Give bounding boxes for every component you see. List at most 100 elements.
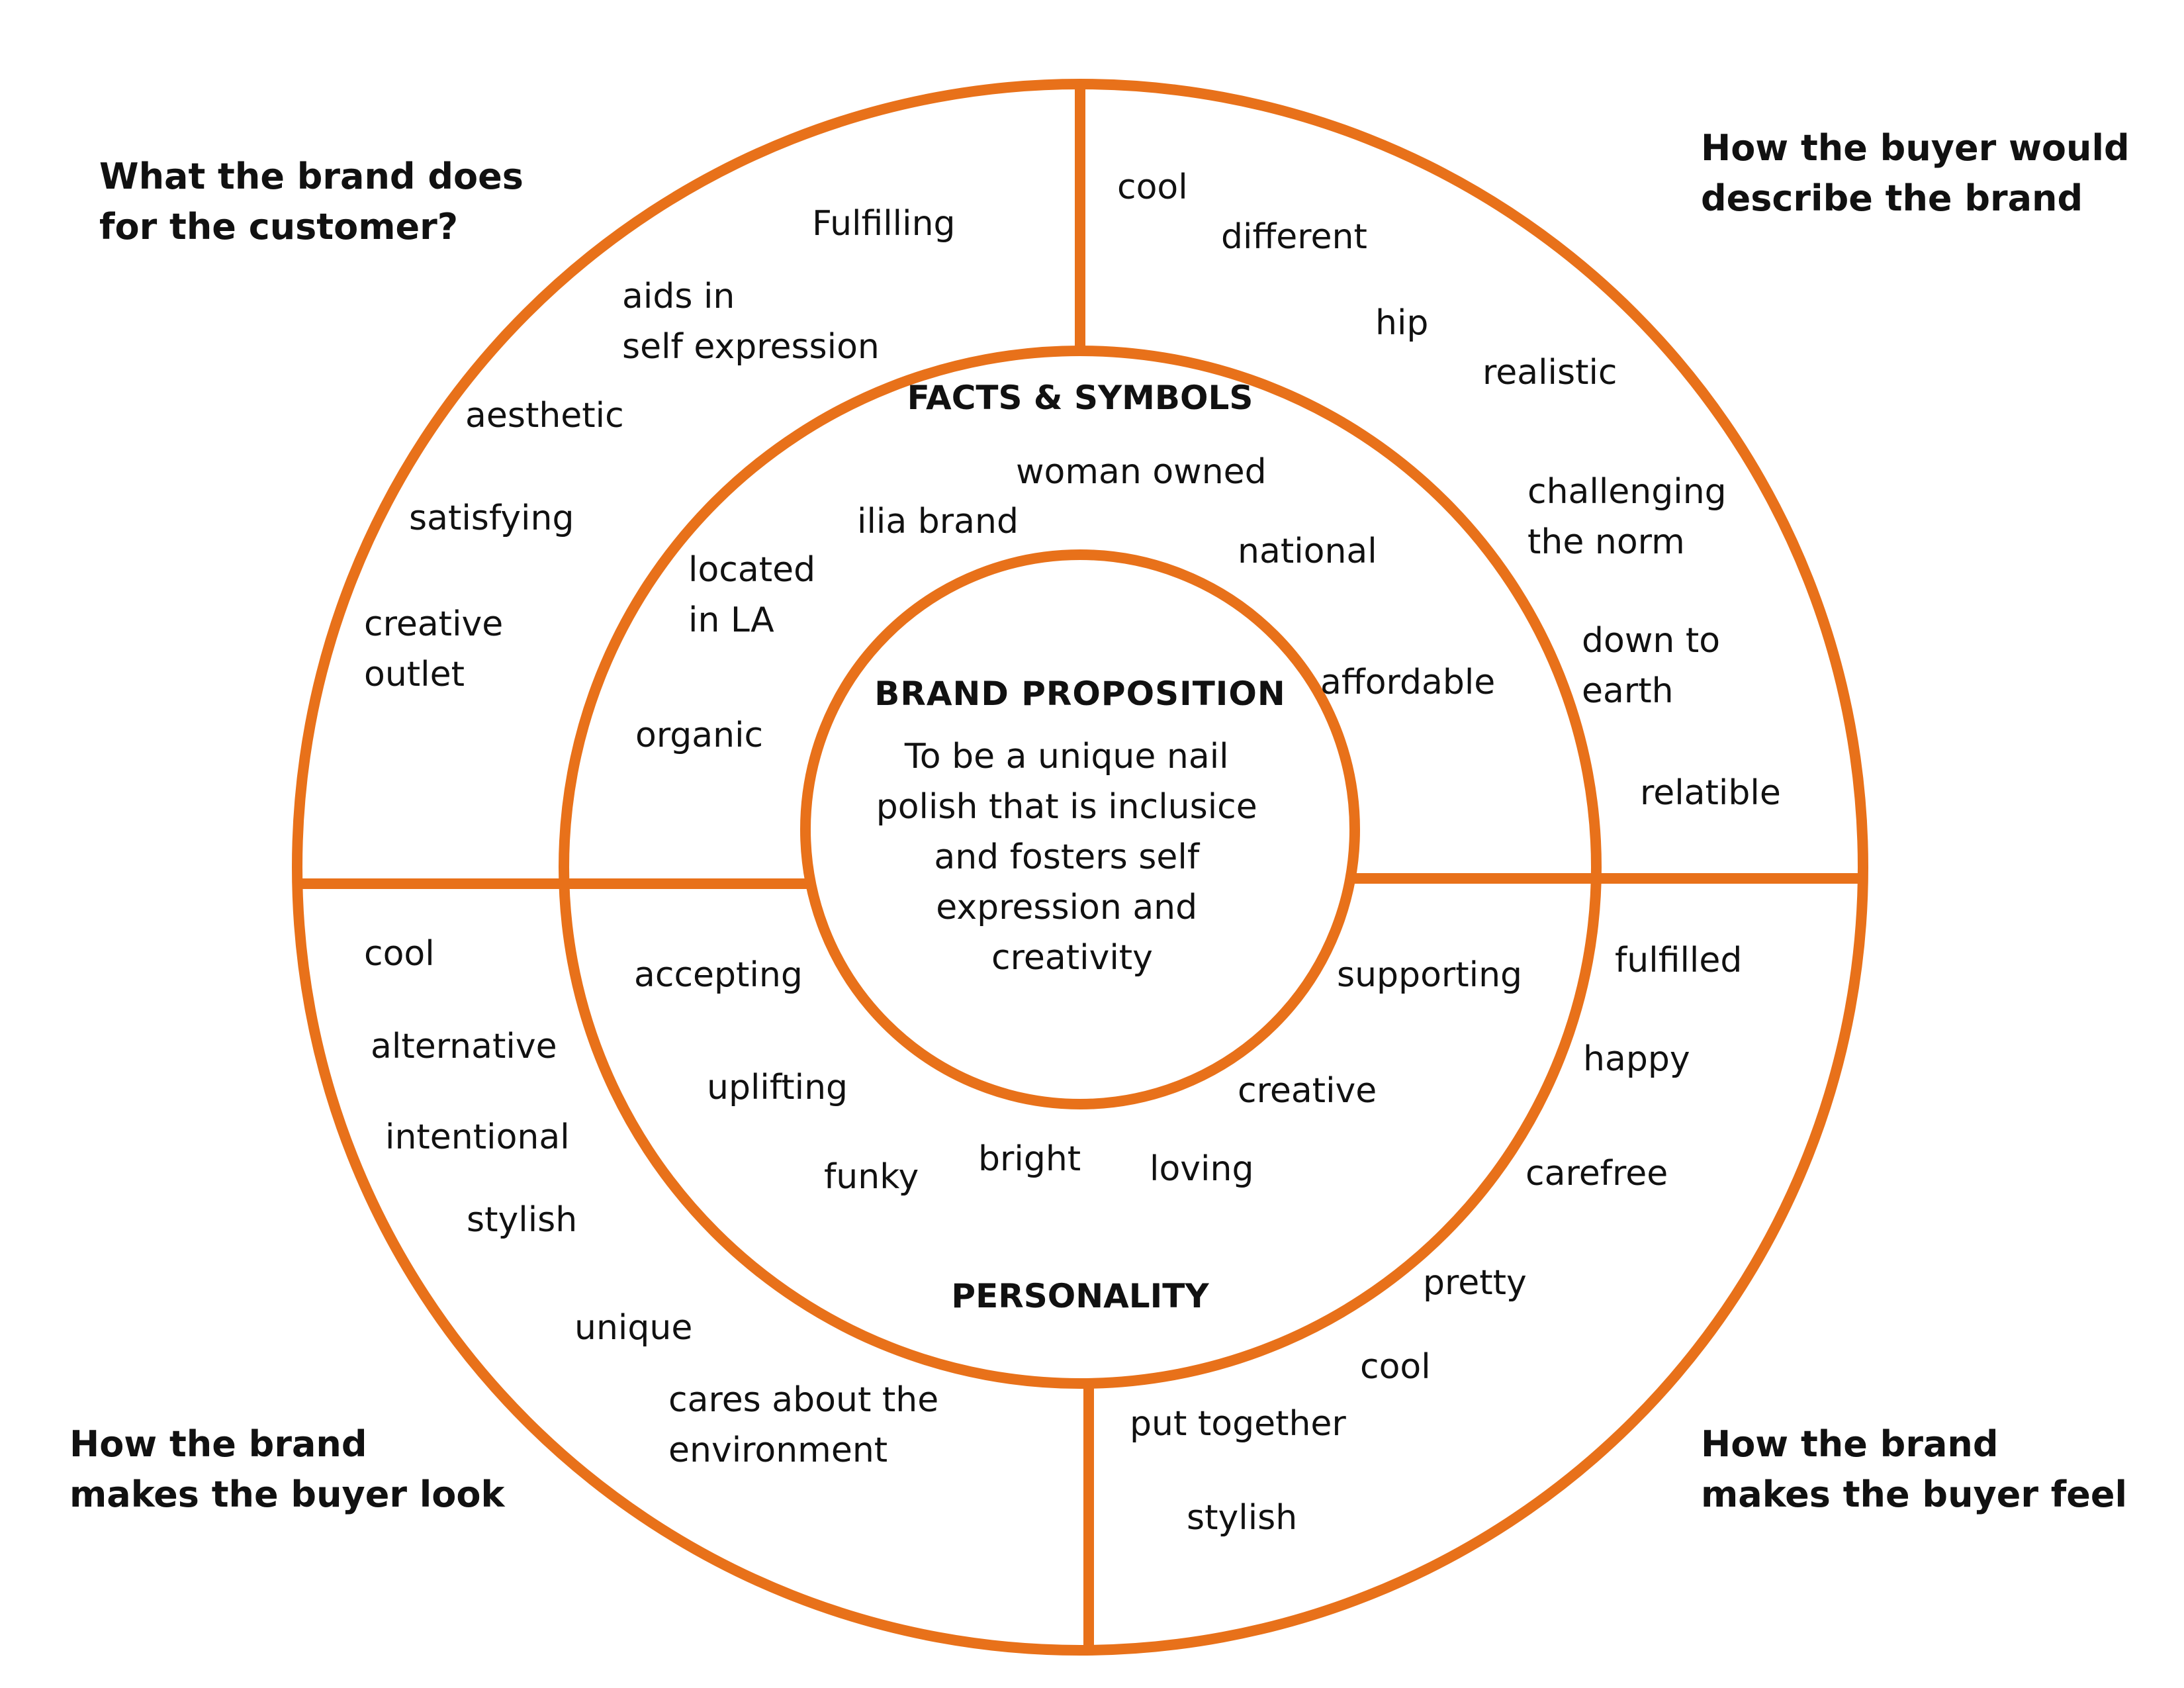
word-line: outlet [364,655,465,694]
corner-line: How the brand [69,1423,367,1465]
word-label: happy [1583,1039,1690,1079]
word-label: pretty [1423,1263,1527,1303]
word-line: organic [635,716,763,755]
word-line: ilia brand [857,502,1019,541]
word-line: pretty [1423,1263,1527,1303]
word-label: satisfying [409,498,574,538]
word-label: affordable [1320,663,1495,702]
word-label: funky [824,1157,919,1197]
word-line: aesthetic [465,396,624,436]
word-line: located [688,550,815,590]
word-label: put together [1130,1404,1346,1444]
personality-heading: PERSONALITY [951,1277,1209,1315]
word-line: cool [1360,1347,1431,1387]
word-label: stylish [467,1200,577,1240]
word-line: hip [1375,303,1428,343]
corner-label-bottom-left: How the brand makes the buyer look [69,1423,505,1515]
word-label: cool [1117,167,1188,207]
word-label: creative outlet [364,604,503,694]
word-line: environment [668,1430,887,1470]
word-line: earth [1582,671,1674,711]
word-label: organic [635,716,763,755]
word-line: different [1221,217,1367,257]
word-line: stylish [467,1200,577,1240]
word-label: creative [1238,1071,1377,1111]
word-line: supporting [1337,955,1522,995]
word-label: located in LA [688,550,815,640]
word-line: uplifting [707,1068,848,1107]
word-line: aids in [622,277,735,316]
word-line: realistic [1482,353,1617,393]
corner-line: makes the buyer look [69,1474,505,1515]
word-line: cool [364,934,435,974]
outer-bottom-left-words: cool alternative intentional stylish unique c… [364,934,938,1470]
dividers [298,84,1862,1650]
word-line: creative [364,604,503,644]
word-line: creative [1238,1071,1377,1111]
word-line: fulfilled [1615,941,1742,980]
word-label: down to earth [1582,621,1720,711]
corner-line: for the customer? [99,206,458,248]
word-label: different [1221,217,1367,257]
proposition-line: polish that is inclusice [876,787,1257,827]
corner-line: describe the brand [1701,177,2083,219]
corner-line: How the buyer would [1701,127,2130,169]
word-line: unique [574,1308,692,1348]
facts-words: woman owned ilia brand national located in L… [635,452,1495,755]
word-line: bright [978,1139,1081,1179]
facts-symbols-heading: FACTS & SYMBOLS [907,379,1253,417]
word-label: realistic [1482,353,1617,393]
word-line: challenging [1527,472,1727,512]
outer-bottom-right-words: fulfilled happy carefree pretty cool put toge… [1130,941,1742,1538]
word-label: ilia brand [857,502,1019,541]
word-label: accepting [634,955,803,995]
word-line: funky [824,1157,919,1197]
word-line: down to [1582,621,1720,661]
word-label: Fulfilling [812,204,956,244]
word-label: unique [574,1308,692,1348]
word-label: loving [1150,1149,1253,1189]
inner-ring [800,549,1360,1109]
word-line: cool [1117,167,1188,207]
word-label: uplifting [707,1068,848,1107]
corner-label-top-right: How the buyer would describe the brand [1701,127,2142,219]
word-label: supporting [1337,955,1522,995]
corner-line: makes the buyer feel [1701,1474,2127,1515]
word-label: aesthetic [465,396,624,436]
word-line: in LA [688,600,774,640]
proposition-line: creativity [991,938,1153,978]
corner-label-bottom-right: How the brand makes the buyer feel [1701,1423,2127,1515]
brand-proposition-text: To be a unique nail polish that is inclu… [876,737,1269,978]
word-line: put together [1130,1404,1346,1444]
corner-label-top-left: What the brand does for the customer? [99,156,536,248]
word-line: Fulfilling [812,204,956,244]
word-label: national [1238,532,1377,571]
word-label: carefree [1525,1154,1668,1194]
word-label: woman owned [1016,452,1267,492]
word-label: intentional [385,1117,570,1157]
word-label: hip [1375,303,1428,343]
word-line: satisfying [409,498,574,538]
word-line: national [1238,532,1377,571]
word-label: relatible [1640,773,1781,813]
word-line: relatible [1640,773,1781,813]
proposition-line: expression and [936,888,1197,927]
personality-words: accepting supporting uplifting creative funk… [634,955,1522,1197]
word-line: woman owned [1016,452,1267,492]
word-label: stylish [1187,1498,1297,1538]
brand-proposition-heading: BRAND PROPOSITION [874,675,1286,713]
proposition-line: To be a unique nail [904,737,1229,776]
corner-line: What the brand does [99,156,523,197]
word-line: alternative [371,1027,557,1066]
word-line: loving [1150,1149,1253,1189]
word-label: cool [1360,1347,1431,1387]
word-label: fulfilled [1615,941,1742,980]
word-line: accepting [634,955,803,995]
word-label: alternative [371,1027,557,1066]
word-line: carefree [1525,1154,1668,1194]
